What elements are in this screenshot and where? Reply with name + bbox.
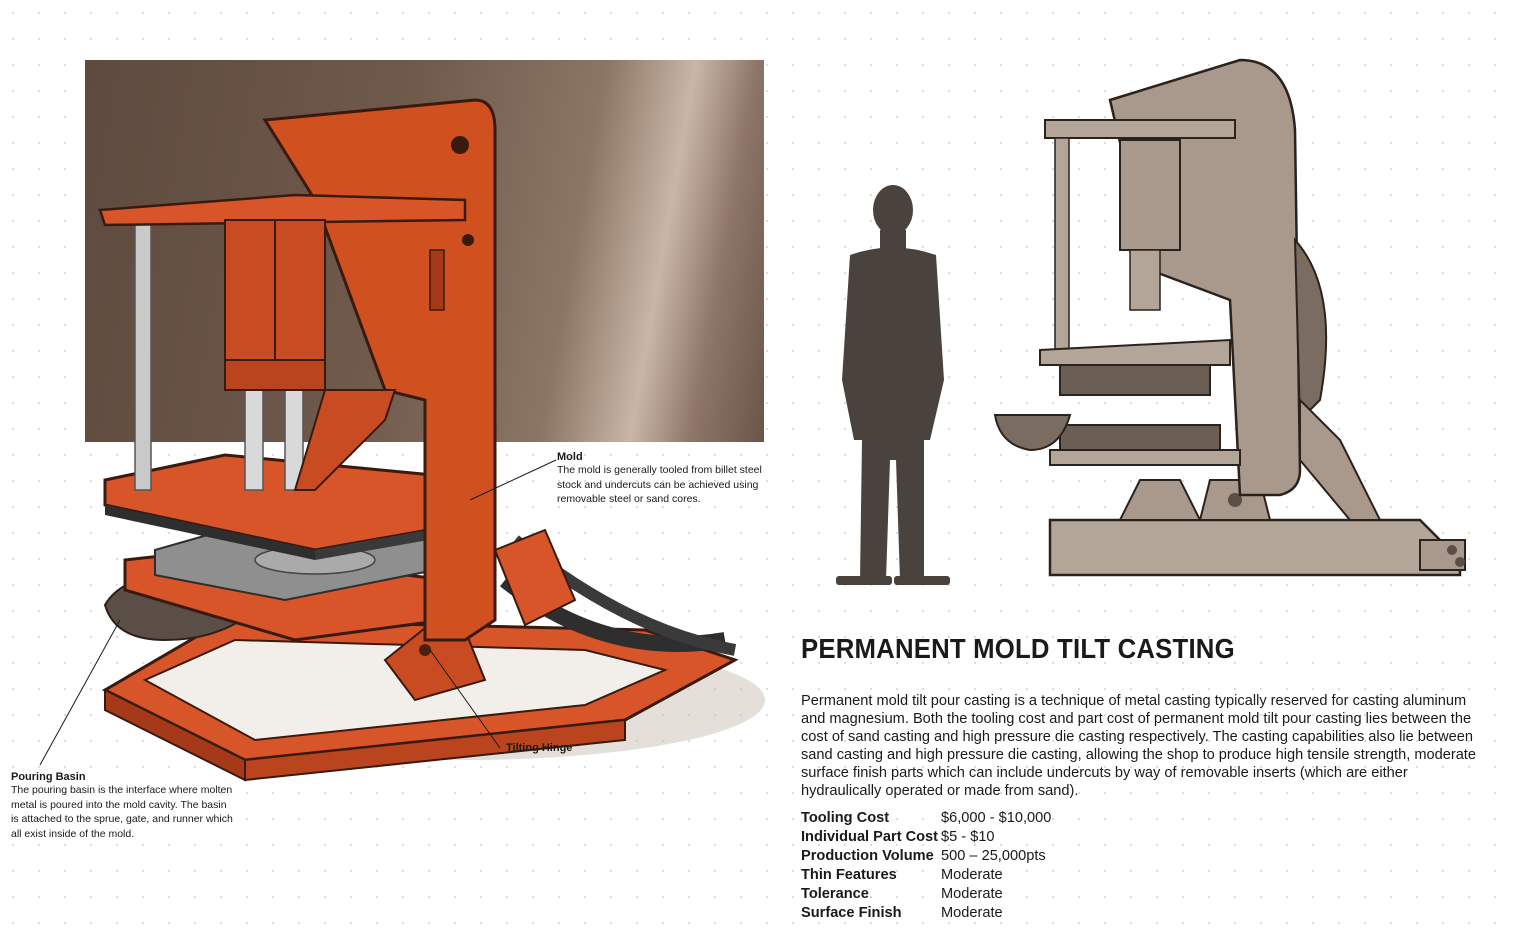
callout-mold-title: Mold — [557, 451, 583, 463]
spec-label: Surface Finish — [801, 904, 902, 921]
spec-label: Individual Part Cost — [801, 828, 939, 845]
human-silhouette-icon — [836, 185, 950, 585]
tilt-press-sketch-orange — [98, 98, 765, 782]
callout-pouring-basin: Pouring Basin The pouring basin is the i… — [11, 771, 236, 841]
spec-value: Moderate — [941, 866, 1003, 883]
spec-table: Tooling Cost $6,000 - $10,000 Individual… — [801, 809, 1051, 922]
callout-tilting-hinge: Tilting Hinge — [506, 742, 573, 754]
tilt-press-scale-sketch — [836, 58, 1466, 585]
spec-value: 500 – 25,000pts — [941, 847, 1046, 864]
spec-label: Production Volume — [801, 847, 934, 864]
spec-value: Moderate — [941, 885, 1003, 902]
spec-row: Production Volume 500 – 25,000pts — [801, 847, 1051, 866]
callout-pouring-basin-text: The pouring basin is the interface where… — [11, 784, 233, 840]
spec-value: Moderate — [941, 904, 1003, 921]
description-paragraph: Permanent mold tilt pour casting is a te… — [801, 693, 1476, 799]
page-title: PERMANENT MOLD TILT CASTING — [801, 633, 1235, 664]
spec-label: Tolerance — [801, 885, 869, 902]
spec-row: Tooling Cost $6,000 - $10,000 — [801, 809, 1051, 828]
spec-row: Tolerance Moderate — [801, 885, 1051, 904]
spec-label: Tooling Cost — [801, 810, 890, 826]
callout-mold-text: The mold is generally tooled from billet… — [557, 464, 762, 505]
callout-pouring-basin-title: Pouring Basin — [11, 771, 86, 783]
spec-row: Individual Part Cost $5 - $10 — [801, 828, 1051, 847]
spec-value: $6,000 - $10,000 — [941, 810, 1052, 826]
spec-row: Surface Finish Moderate — [801, 904, 1051, 923]
callout-mold: Mold The mold is generally tooled from b… — [557, 451, 772, 507]
spec-label: Thin Features — [801, 866, 897, 883]
spec-row: Thin Features Moderate — [801, 866, 1051, 885]
spec-value: $5 - $10 — [941, 828, 995, 845]
